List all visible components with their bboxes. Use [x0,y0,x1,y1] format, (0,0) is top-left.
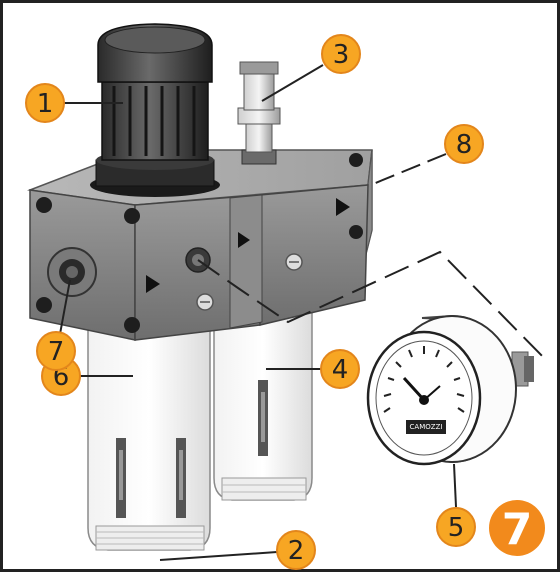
leader-line-3 [261,64,324,102]
callout-8: 8 [444,124,484,164]
flow-arrow-icon [238,232,250,248]
regulator-knob [90,23,220,197]
gauge-assembly-line [197,250,549,363]
pressure-gauge: CAMOZZI [366,314,534,466]
callout-label: 7 [48,337,65,367]
flow-arrow-icon [146,275,160,293]
figure-number: 7 [502,505,533,556]
callout-2: 2 [276,530,316,570]
leader-line-8 [372,153,447,185]
callout-label: 1 [37,89,54,119]
gauge-brand-label: CAMOZZI [410,423,443,431]
callout-4: 4 [320,349,360,389]
callout-7: 7 [36,331,76,371]
callout-label: 3 [333,40,350,70]
callout-label: 2 [288,536,305,566]
flow-arrow-icon [336,198,350,216]
callout-1: 1 [25,83,65,123]
callout-label: 4 [332,355,349,385]
leader-line-7 [59,279,71,335]
callout-5: 5 [436,507,476,547]
lubricator-fill-plug [237,61,281,165]
figure-number-badge: 7 [489,500,545,556]
lubricator-bowl [213,299,313,501]
callout-label: 5 [448,513,465,543]
leader-line-5 [453,463,457,508]
leader-line-2 [159,551,278,561]
callout-label: 8 [456,130,473,160]
filter-bowl [87,317,211,551]
leader-lines [59,64,549,561]
callout-3: 3 [321,34,361,74]
